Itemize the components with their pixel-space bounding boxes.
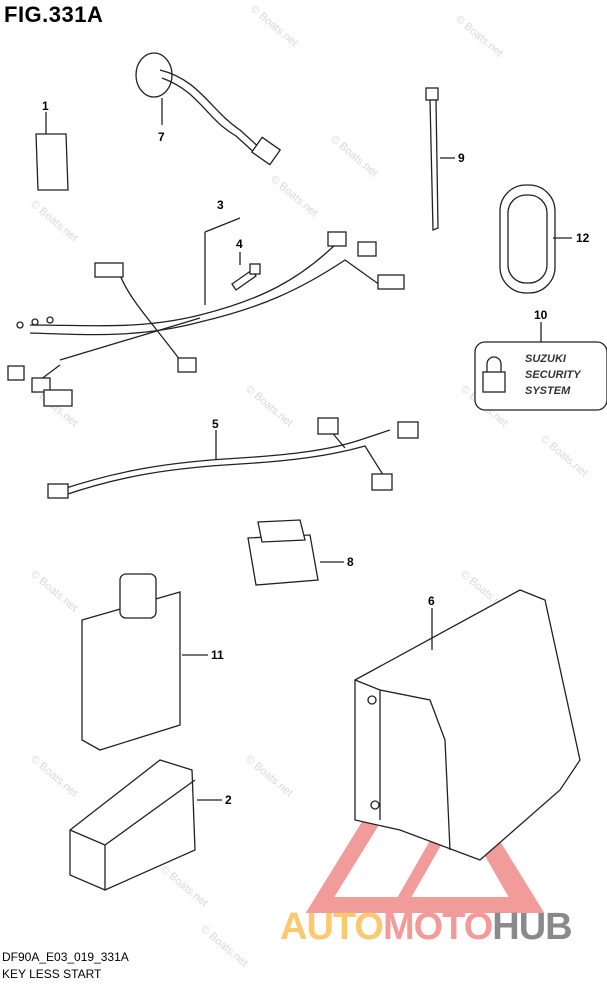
svg-text:2: 2 <box>225 793 232 807</box>
svg-text:SECURITY: SECURITY <box>525 369 582 381</box>
svg-text:8: 8 <box>347 555 354 569</box>
svg-text:SYSTEM: SYSTEM <box>525 385 571 397</box>
svg-text:11: 11 <box>211 648 224 662</box>
svg-text:SUZUKI: SUZUKI <box>525 353 567 365</box>
brand-part-moto: MOTO <box>382 906 493 948</box>
svg-text:9: 9 <box>458 151 465 165</box>
svg-text:© Boats.net: © Boats.net <box>198 923 250 969</box>
part-12-key-fob: 12 <box>499 184 590 294</box>
svg-text:10: 10 <box>534 308 548 322</box>
part-11-module: 11 <box>81 573 224 751</box>
svg-text:© Boats.net: © Boats.net <box>243 383 295 429</box>
part-3-harness: 3 <box>7 198 405 407</box>
svg-text:5: 5 <box>212 417 219 431</box>
svg-text:© Boats.net: © Boats.net <box>243 753 295 799</box>
figure-caption: KEY LESS START <box>2 967 102 981</box>
part-2-tray: 2 <box>69 759 232 891</box>
svg-text:© Boats.net: © Boats.net <box>248 3 300 49</box>
svg-text:© Boats.net: © Boats.net <box>158 863 210 909</box>
figure-title: FIG.331A <box>4 2 104 27</box>
svg-text:© Boats.net: © Boats.net <box>268 173 320 219</box>
svg-text:© Boats.net: © Boats.net <box>28 568 80 614</box>
svg-text:6: 6 <box>428 594 435 608</box>
svg-text:1: 1 <box>42 99 49 113</box>
part-10-security-label: SUZUKI SECURITY SYSTEM 10 <box>474 308 607 411</box>
svg-text:© Boats.net: © Boats.net <box>328 133 380 179</box>
figure-code: DF90A_E03_019_331A <box>2 950 129 964</box>
brand-part-auto: AUTO <box>280 906 384 948</box>
part-9-cable-tie: 9 <box>425 87 465 231</box>
svg-text:12: 12 <box>576 231 590 245</box>
part-5-harness: 5 <box>47 417 419 499</box>
part-1-card: 1 <box>35 99 69 191</box>
part-4-bolt: 4 <box>231 237 261 291</box>
part-7-harness: 7 <box>135 52 282 166</box>
part-8-relay: 8 <box>247 519 354 586</box>
brand-part-hub: HUB <box>492 906 572 948</box>
svg-text:4: 4 <box>236 237 243 251</box>
part-6-bracket: 6 <box>354 589 581 861</box>
svg-text:© Boats.net: © Boats.net <box>453 13 505 59</box>
svg-text:3: 3 <box>217 198 224 212</box>
brand-logo-text: AUTOMOTOHUB <box>280 906 573 949</box>
svg-text:7: 7 <box>158 130 165 144</box>
svg-text:© Boats.net: © Boats.net <box>538 433 590 479</box>
svg-text:© Boats.net: © Boats.net <box>28 753 80 799</box>
svg-text:© Boats.net: © Boats.net <box>28 198 80 244</box>
